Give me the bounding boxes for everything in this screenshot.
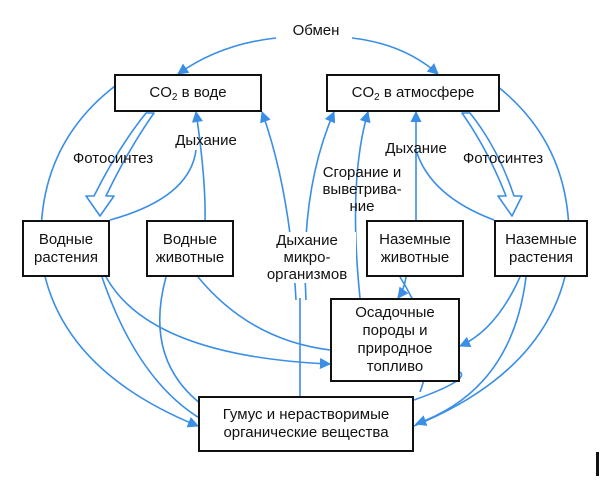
photosynthesis-right-label: Фотосинтез: [462, 150, 544, 167]
photosynthesis-arrow-right: [461, 112, 523, 217]
land-plants-box: Наземные растения: [494, 220, 588, 277]
land-animals-box: Наземные животные: [366, 220, 464, 277]
exchange-arrow-right: [351, 37, 439, 75]
aquatic-plants-to-humus: [101, 276, 211, 425]
exchange-label: Обмен: [292, 22, 340, 39]
resp-aquatic-animals: [191, 110, 206, 222]
resp-land-plants: [415, 149, 495, 221]
aquatic-animals-label: Водные животные: [155, 230, 225, 266]
co2-in-atmosphere-box: CO2 в атмосфере: [326, 74, 500, 112]
aquatic-animals-to-sediments: [197, 276, 331, 351]
land-animals-to-sediments: [397, 276, 409, 299]
land-plants-to-humus: [414, 276, 527, 426]
aquatic-plants-to-sediments: [105, 276, 332, 370]
sediments-fuel-label: Осадочные породы и природное топливо: [355, 304, 435, 375]
edge-mark: [596, 452, 599, 476]
combustion-weathering-label: Сгорание и выветрива- ние: [322, 164, 402, 215]
photosynthesis-left-label: Фотосинтез: [72, 150, 154, 167]
humus-box: Гумус и нерастворимые органические вещес…: [198, 396, 414, 452]
combustion-arrow: [354, 110, 371, 299]
microorganism-respiration-label: Дыхание микро- организмов: [258, 232, 356, 283]
aquatic-animals-box: Водные животные: [146, 220, 234, 277]
land-plants-label: Наземные растения: [505, 230, 577, 266]
aquatic-plants-label: Водные растения: [33, 230, 98, 266]
co2-in-water-label: CO2 в воде: [149, 84, 227, 103]
co2-in-water-box: CO2 в воде: [114, 74, 262, 112]
aquatic-plants-box: Водные растения: [22, 220, 110, 277]
respiration-right-label: Дыхание: [385, 140, 447, 157]
photosynthesis-arrow-left: [85, 112, 155, 217]
land-animals-label: Наземные животные: [379, 230, 451, 266]
resp-aquatic-plants: [109, 149, 197, 221]
land-plants-to-sediments: [458, 276, 521, 348]
co2-in-atmosphere-label: CO2 в атмосфере: [351, 84, 475, 103]
exchange-arrow-left: [177, 37, 277, 75]
sediments-fuel-box: Осадочные породы и природное топливо: [330, 298, 460, 382]
humus-to-sediments: [413, 371, 463, 401]
humus-label: Гумус и нерастворимые органические вещес…: [222, 406, 390, 441]
respiration-left-label: Дыхание: [175, 132, 237, 149]
